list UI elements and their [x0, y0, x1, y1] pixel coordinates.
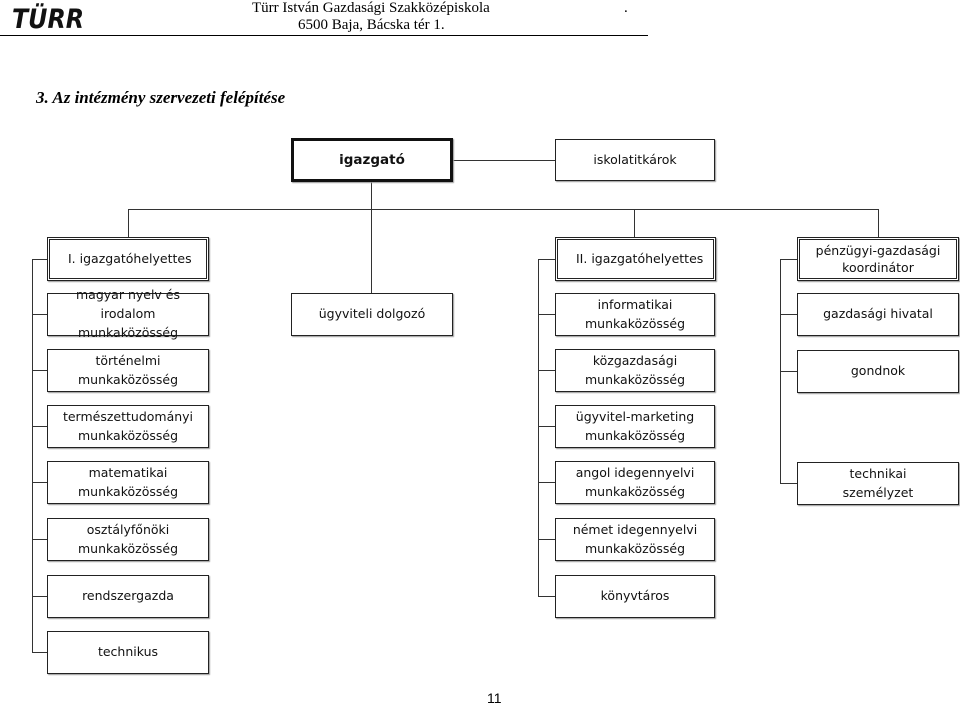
deputy2-unit-box: informatikai munkaközösség [555, 293, 715, 336]
deputy1-unit-box: természettudományi munkaközösség [47, 405, 209, 448]
header-dot: . [624, 0, 628, 16]
secretaries-box: iskolatitkárok [555, 139, 715, 181]
deputy1-unit-box: osztályfőnöki munkaközösség [47, 518, 209, 561]
turr-logo: TÜRR [12, 2, 84, 32]
finance-title-line1: pénzügyi-gazdasági [815, 242, 941, 258]
deputy1-unit-box: matematikai munkaközösség [47, 461, 209, 504]
deputy1-box: I. igazgatóhelyettes [47, 237, 209, 281]
unit-sublabel: munkaközösség [78, 483, 178, 499]
unit-label: gazdasági hivatal [823, 306, 933, 322]
unit-sublabel: munkaközösség [78, 540, 178, 556]
unit-label: informatikai [597, 296, 673, 312]
director-label: igazgató [339, 151, 405, 168]
unit-sublabel: munkaközösség [585, 483, 685, 499]
unit-label: német idegennyelvi [572, 521, 698, 537]
unit-sublabel: munkaközösség [585, 540, 685, 556]
deputy2-unit-box: közgazdasági munkaközösség [555, 349, 715, 392]
unit-label: természettudományi [62, 408, 194, 424]
unit-sublabel: munkaközösség [585, 315, 685, 331]
unit-label: ügyvitel-marketing [575, 408, 695, 424]
unit-sublabel: munkaközösség [78, 371, 178, 387]
deputy1-unit-box: történelmi munkaközösség [47, 349, 209, 392]
secretaries-label: iskolatitkárok [593, 151, 677, 167]
unit-label: osztályfőnöki [86, 521, 170, 537]
unit-label: matematikai [88, 464, 168, 480]
unit-sublabel: munkaközösség [78, 427, 178, 443]
unit-label: magyar nyelv és irodalom [76, 287, 180, 322]
deputy2-label: II. igazgatóhelyettes [576, 250, 704, 266]
unit-label: történelmi [95, 352, 161, 368]
unit-sublabel: személyzet [842, 484, 914, 500]
deputy2-unit-box: ügyvitel-marketing munkaközösség [555, 405, 715, 448]
deputy1-unit-box: technikus [47, 631, 209, 674]
unit-sublabel: munkaközösség [78, 324, 178, 340]
admin-staff-box: ügyviteli dolgozó [291, 293, 453, 336]
director-box: igazgató [291, 138, 453, 182]
section-title: 3. Az intézmény szervezeti felépítése [36, 88, 286, 107]
deputy1-label: I. igazgatóhelyettes [68, 250, 192, 266]
page-number: 11 [487, 690, 502, 706]
deputy2-unit-box: könyvtáros [555, 575, 715, 618]
finance-title-line2: koordinátor [842, 260, 914, 275]
admin-staff-label: ügyviteli dolgozó [318, 306, 426, 322]
logo-text: TÜRR [12, 2, 84, 32]
finance-coordinator-box: pénzügyi-gazdasági koordinátor [797, 237, 959, 281]
deputy1-unit-box: magyar nyelv és irodalom munkaközösség [47, 287, 209, 340]
finance-unit-box: technikai személyzet [797, 462, 959, 505]
unit-label: rendszergazda [82, 588, 174, 604]
unit-sublabel: munkaközösség [585, 371, 685, 387]
deputy2-box: II. igazgatóhelyettes [555, 237, 716, 281]
finance-unit-box: gazdasági hivatal [797, 293, 959, 336]
header-rule [0, 35, 648, 36]
deputy2-unit-box: angol idegennyelvi munkaközösség [555, 461, 715, 504]
unit-label: angol idegennyelvi [575, 464, 695, 480]
unit-sublabel: munkaközösség [585, 427, 685, 443]
finance-unit-box: gondnok [797, 350, 959, 393]
school-address: 6500 Baja, Bácska tér 1. [298, 17, 445, 33]
unit-label: gondnok [850, 363, 906, 379]
unit-label: technikus [97, 644, 159, 660]
unit-label: közgazdasági [592, 352, 678, 368]
unit-label: technikai [849, 465, 907, 481]
deputy1-unit-box: rendszergazda [47, 575, 209, 618]
school-name: Türr István Gazdasági Szakközépiskola [252, 0, 490, 16]
deputy2-unit-box: német idegennyelvi munkaközösség [555, 518, 715, 561]
unit-label: könyvtáros [600, 588, 670, 604]
